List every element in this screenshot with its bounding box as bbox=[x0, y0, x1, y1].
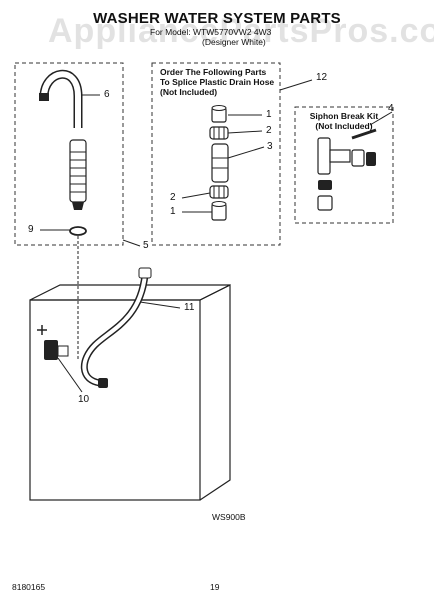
watermark: AppliancePartsPros.com bbox=[48, 12, 434, 50]
color-line: (Designer White) bbox=[202, 37, 266, 47]
splice-line-3: (Not Included) bbox=[160, 87, 218, 97]
splice-parts-box bbox=[151, 62, 281, 246]
callout-6: 6 bbox=[104, 89, 110, 100]
hose-parts-box bbox=[14, 62, 124, 246]
corrugated-hose-section bbox=[69, 139, 87, 210]
callout-11: 11 bbox=[184, 302, 195, 313]
siphon-line-1: Siphon Break Kit bbox=[309, 111, 379, 121]
inlet-valve bbox=[37, 325, 69, 360]
inlet-hose bbox=[80, 267, 152, 388]
callout-1b: 1 bbox=[170, 206, 176, 217]
leader-5 bbox=[122, 239, 141, 247]
siphon-box-label: Siphon Break Kit (Not Included) bbox=[303, 111, 385, 131]
leader-11 bbox=[139, 301, 181, 309]
siphon-kit-box bbox=[294, 106, 394, 224]
drain-hose-hook bbox=[39, 69, 83, 128]
callout-2a: 2 bbox=[266, 125, 272, 136]
leader-4 bbox=[369, 111, 393, 126]
leader-12 bbox=[279, 79, 313, 91]
callout-9: 9 bbox=[28, 224, 34, 235]
callout-1a: 1 bbox=[266, 109, 272, 120]
leader-2a bbox=[227, 130, 263, 134]
siphon-line-2: (Not Included) bbox=[315, 121, 373, 131]
model-line: For Model: WTW5770VW2 4W3 bbox=[150, 27, 272, 37]
callout-5: 5 bbox=[143, 240, 149, 251]
splice-line-1: Order The Following Parts bbox=[160, 67, 267, 77]
washer-cabinet bbox=[29, 284, 231, 501]
callout-4: 4 bbox=[388, 103, 394, 114]
document-number: 8180165 bbox=[12, 582, 46, 592]
page-number: 19 bbox=[210, 582, 220, 592]
leader-10 bbox=[57, 357, 83, 393]
figure-code: WS900B bbox=[212, 512, 246, 522]
splice-line-2: To Splice Plastic Drain Hose bbox=[160, 77, 275, 87]
callout-2b: 2 bbox=[170, 192, 176, 203]
leader-2b bbox=[181, 192, 211, 199]
splice-parts-stack bbox=[209, 105, 229, 221]
hose-clamp bbox=[69, 226, 87, 236]
leader-3 bbox=[227, 146, 265, 159]
siphon-kit-parts bbox=[317, 128, 377, 211]
callout-12: 12 bbox=[316, 72, 328, 83]
page-title: WASHER WATER SYSTEM PARTS bbox=[93, 10, 341, 27]
model-subtitle: For Model: WTW5770VW2 4W3 (Designer Whit… bbox=[150, 27, 271, 47]
callout-10: 10 bbox=[78, 394, 90, 405]
callout-3: 3 bbox=[267, 141, 273, 152]
splice-box-label: Order The Following Parts To Splice Plas… bbox=[160, 67, 274, 97]
